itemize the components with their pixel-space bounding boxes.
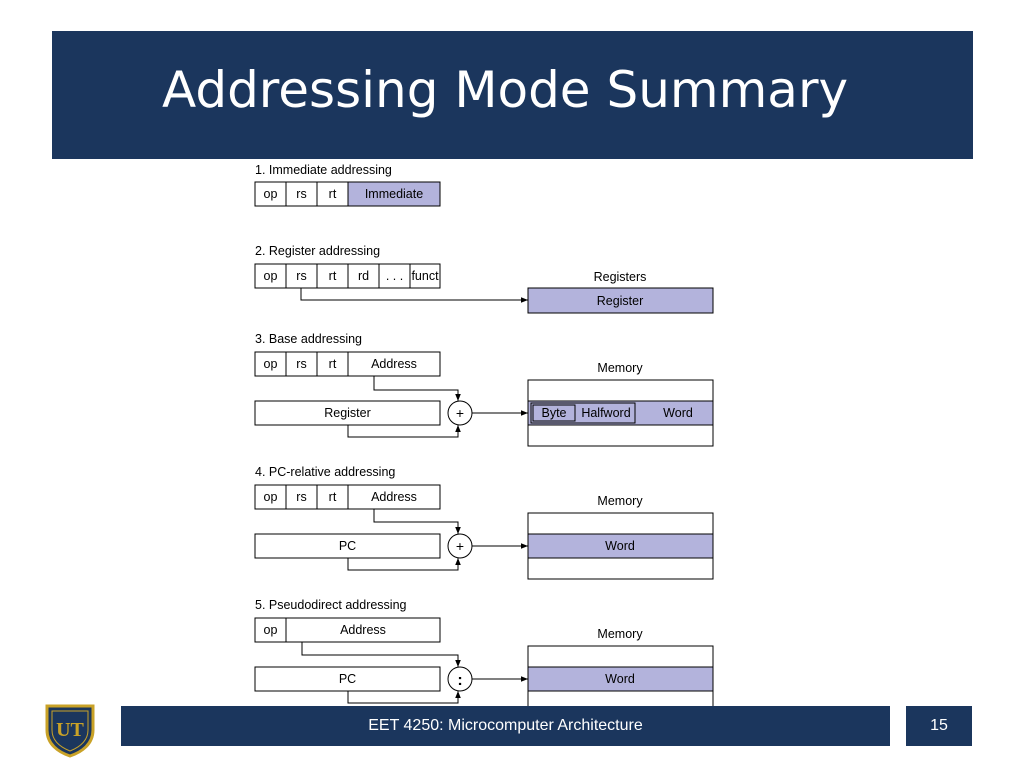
footer-bar: EET 4250: Microcomputer Architecture: [121, 706, 890, 746]
mode-3-field-op: op: [264, 357, 278, 371]
mode-2-field-funct: funct: [411, 269, 439, 283]
mode-3-field-rs: rs: [296, 357, 306, 371]
mode-1-field-immediate-box: [347, 181, 441, 207]
ut-shield-icon: UT: [45, 704, 95, 758]
mode-2-field-dots: . . .: [386, 269, 403, 283]
mode-3-address-arrow: [373, 376, 461, 401]
mode-4-field-op: op: [264, 490, 278, 504]
mode-1-field-op: op: [264, 187, 278, 201]
mode-4-pc-arrow: [347, 558, 461, 571]
mode-4-pc-label: PC: [339, 539, 356, 553]
mode-2-heading: 2. Register addressing: [255, 244, 380, 258]
mode-2-arrow: [300, 288, 528, 303]
mode-1-heading: 1. Immediate addressing: [255, 163, 392, 177]
mode-5-field-address-box: [285, 617, 441, 643]
mode-4-memory-label: Memory: [597, 494, 643, 508]
mode-5-heading: 5. Pseudodirect addressing: [255, 598, 407, 612]
mode-3-field-address-box: [347, 351, 441, 377]
halfword-box: [530, 402, 636, 424]
mode-4-operator: +: [456, 538, 464, 554]
mode-3-field-rt: rt: [329, 357, 337, 371]
mode-4-memory-highlight: [527, 533, 714, 559]
mode-4-field-address: Address: [371, 490, 417, 504]
mode-3-word-label: Word: [663, 406, 693, 420]
mode-2-field-funct-box: [409, 263, 441, 289]
register-cell-box: [527, 287, 714, 314]
mode-5-memory-highlight: [527, 666, 714, 692]
mode-5-pc-arrow: [347, 691, 461, 704]
footer-course-title: EET 4250: Microcomputer Architecture: [368, 717, 643, 734]
mode-3-register-arrow: [347, 425, 461, 438]
page-number: 15: [930, 717, 948, 734]
mode-5-pc-label: PC: [339, 672, 356, 686]
mode-2-field-op: op: [264, 269, 278, 283]
mode-5-address-arrow: [301, 642, 461, 667]
mode-4-field-rs: rs: [296, 490, 306, 504]
title-banner: Addressing Mode Summary: [52, 31, 973, 159]
mode-4-field-address-box: [347, 484, 441, 510]
register-cell: Register: [597, 294, 644, 308]
mode-3-operator: +: [456, 405, 464, 421]
base-register-label: Register: [324, 406, 371, 420]
mode-4-heading: 4. PC-relative addressing: [255, 465, 395, 479]
mode-5-operator: :: [457, 672, 462, 689]
mode-1-field-rt: rt: [329, 187, 337, 201]
mode-1-field-rs: rs: [296, 187, 306, 201]
mode-5-field-op: op: [264, 623, 278, 637]
mode-4-address-arrow: [373, 509, 461, 534]
mode-3-field-address: Address: [371, 357, 417, 371]
mode-2-field-rs: rs: [296, 269, 306, 283]
mode-5-memory-label: Memory: [597, 627, 643, 641]
mode-4-field-rt: rt: [329, 490, 337, 504]
page-number-box: 15: [906, 706, 972, 746]
halfword-label: Halfword: [581, 406, 630, 420]
mode-5-word-label: Word: [605, 672, 635, 686]
mode-2-field-rd: rd: [358, 269, 369, 283]
mode-1-field-immediate: Immediate: [365, 187, 423, 201]
mode-3-heading: 3. Base addressing: [255, 332, 362, 346]
registers-label: Registers: [594, 270, 647, 284]
mode-5-field-address: Address: [340, 623, 386, 637]
mode-2-field-rt: rt: [329, 269, 337, 283]
mode-4-word-label: Word: [605, 539, 635, 553]
mode-3-memory-label: Memory: [597, 361, 643, 375]
byte-label: Byte: [541, 406, 566, 420]
byte-box: [532, 404, 576, 422]
logo-text: UT: [56, 719, 84, 741]
slide-title: Addressing Mode Summary: [162, 61, 849, 119]
